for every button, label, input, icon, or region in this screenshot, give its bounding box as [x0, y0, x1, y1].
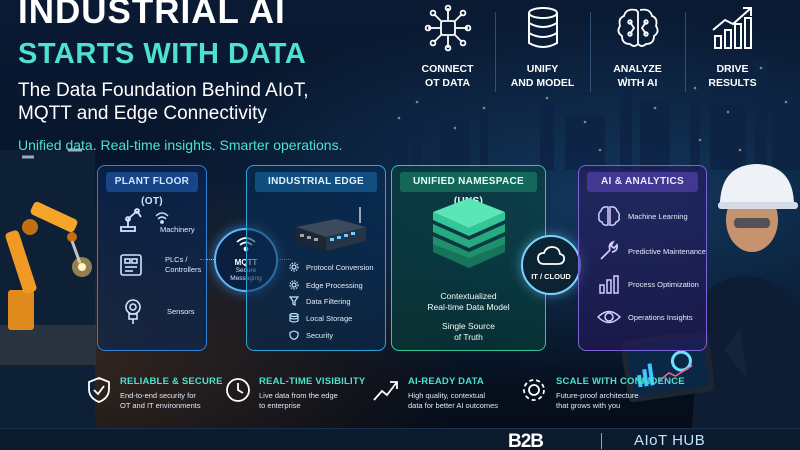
ai-item-process-optimization: Process Optimization: [597, 273, 699, 295]
ot-item-plcs: PLCs / Controllers: [118, 252, 201, 278]
brain-icon: [617, 8, 658, 47]
filter-icon: [289, 296, 299, 306]
sensor-icon: [125, 299, 141, 324]
panel-ai-analytics: AI & ANALYTICS: [578, 165, 707, 351]
benefit-title: REAL-TIME VISIBILITY: [259, 376, 366, 387]
ai-item-label: Operations Insights: [628, 312, 693, 322]
subheadline: The Data Foundation Behind AIoT, MQTT an…: [18, 79, 398, 125]
gear-icon: [523, 379, 545, 401]
ai-item-predictive-maintenance: Predictive Maintenance: [597, 240, 706, 262]
footer-divider: [601, 433, 602, 449]
trend-up-icon: [373, 381, 398, 401]
brain-icon: [598, 206, 620, 226]
cloud-node: IT / CLOUD: [521, 235, 581, 295]
cloud-icon: [537, 246, 566, 265]
subheadline-line-1: The Data Foundation Behind AIoT,: [18, 80, 309, 101]
clock-icon: [226, 378, 250, 402]
bar-chart-icon: [599, 275, 619, 294]
ot-item-label: Sensors: [167, 306, 195, 316]
storage-icon: [289, 313, 299, 323]
wrench-icon: [600, 240, 618, 260]
hero: INDUSTRIAL AI STARTS WITH DATA The Data …: [18, 0, 398, 153]
benefit-reliable-secure: RELIABLE & SECURE End-to-end security fo…: [86, 376, 223, 411]
footer-logo-aiot-hub: AIoT HUB: [634, 432, 706, 449]
growth-chart-icon: [711, 7, 752, 49]
mqtt-title: MQTT: [216, 258, 276, 267]
uns-description: Contextualized Real-time Data Model: [427, 291, 510, 312]
benefit-scale-with-confidence: SCALE WITH CONFIDENCE Future-proof archi…: [520, 376, 685, 411]
benefit-title: AI-READY DATA: [408, 376, 484, 387]
ai-item-label: Machine Learning: [628, 211, 688, 221]
eye-icon: [597, 310, 621, 324]
panel-title: AI & ANALYTICS: [587, 172, 698, 192]
ai-item-machine-learning: Machine Learning: [597, 205, 688, 227]
panel-title: UNIFIED NAMESPACE (UNS): [400, 172, 537, 207]
headline: INDUSTRIAL AI: [18, 0, 286, 31]
ot-item-machinery: [117, 203, 170, 233]
benefit-title: RELIABLE & SECURE: [120, 376, 223, 387]
edge-item-label: Local Storage: [306, 313, 353, 323]
edge-item-security: Security: [289, 330, 333, 340]
robot-arm-illustration: [0, 201, 96, 365]
edge-item-data-filtering: Data Filtering: [289, 296, 351, 306]
uns-source-of-truth: Single Source of Truth: [442, 321, 495, 342]
ai-item-operations-insights: Operations Insights: [597, 306, 693, 328]
layers-stack-icon: [433, 198, 505, 268]
cloud-label: IT / CLOUD: [531, 272, 571, 281]
headline-accent: STARTS WITH DATA: [18, 38, 307, 70]
ot-item-label: Machinery: [160, 225, 195, 234]
robot-arm-icon: [120, 208, 142, 232]
database-icon: [527, 7, 558, 48]
subheadline-line-2: MQTT and Edge Connectivity: [18, 103, 267, 124]
ot-machinery-label-wrap: Machinery: [160, 225, 195, 234]
benefit-title: SCALE WITH CONFIDENCE: [556, 376, 685, 387]
shield-check-icon: [88, 377, 110, 403]
ai-item-label: Predictive Maintenance: [628, 246, 706, 256]
tagline: Unified data. Real-time insights. Smarte…: [18, 137, 343, 153]
panel-industrial-edge: INDUSTRIAL EDGE: [246, 165, 386, 351]
panel-title: INDUSTRIAL EDGE: [255, 172, 377, 192]
wifi-icon: [155, 212, 169, 224]
edge-item-label: Data Filtering: [306, 296, 351, 306]
edge-item-label: Edge Processing: [306, 280, 363, 290]
shield-icon: [289, 330, 299, 340]
footer-logo-b2b: B2B: [508, 431, 544, 450]
edge-item-local-storage: Local Storage: [289, 313, 352, 323]
engineer-illustration: [692, 164, 800, 430]
edge-item-protocol-conversion: Protocol Conversion: [289, 262, 374, 272]
edge-item-edge-processing: Edge Processing: [289, 280, 363, 290]
benefit-real-time-visibility: REAL-TIME VISIBILITY Live data from the …: [225, 376, 365, 411]
ai-item-label: Process Optimization: [628, 279, 699, 289]
ot-item-label: PLCs / Controllers: [165, 255, 202, 274]
panel-plant-floor: PLANT FLOOR (OT): [97, 165, 207, 351]
edge-item-label: Protocol Conversion: [306, 262, 374, 272]
plc-icon: [120, 254, 142, 276]
gear-icon: [289, 262, 299, 272]
ot-item-sensors: Sensors: [121, 297, 195, 325]
panel-title: PLANT FLOOR (OT): [106, 172, 198, 207]
connector-line: [200, 259, 216, 260]
edge-item-label: Security: [306, 330, 334, 340]
edge-gateway-device-icon: [296, 207, 366, 251]
footer: B2B AIoT HUB: [0, 428, 800, 450]
gear-icon: [289, 280, 299, 290]
network-chip-icon: [424, 4, 471, 52]
